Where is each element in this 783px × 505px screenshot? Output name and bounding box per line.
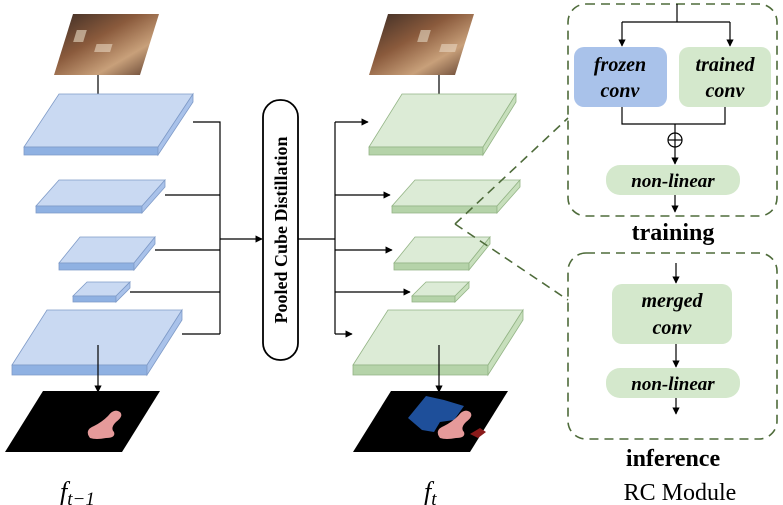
feature-layer-1-left <box>23 92 194 157</box>
feature-layer-4-right <box>411 281 470 303</box>
zoom-line-training <box>454 117 569 225</box>
frozen-conv-line2: conv <box>601 80 641 102</box>
pooled-cube-distillation-label: Pooled Cube Distillation <box>271 136 291 323</box>
label-f-t-minus-1: ft−1 <box>60 477 95 505</box>
label-f-t: ft <box>424 477 437 505</box>
merged-conv-line1: merged <box>641 290 703 312</box>
output-mask-left <box>5 391 160 452</box>
nonlinear-label-inference: non-linear <box>631 374 715 395</box>
input-image-right <box>369 14 474 75</box>
pooled-cube-distillation-block: Pooled Cube Distillation <box>262 99 299 361</box>
zoom-line-inference <box>454 223 569 301</box>
feature-layer-3-left <box>58 235 156 272</box>
inference-title: inference <box>626 446 721 472</box>
inference-panel: merged conv non-linear <box>567 252 778 440</box>
frozen-conv-box <box>574 47 667 107</box>
nonlinear-box-inference <box>606 368 740 398</box>
left-connectors <box>130 121 263 335</box>
feature-layer-1-right <box>368 92 517 157</box>
right-connectors <box>298 118 411 338</box>
nonlinear-label-training: non-linear <box>631 171 715 192</box>
merged-conv-box <box>612 284 732 344</box>
feature-layer-3-right <box>393 235 491 272</box>
trained-conv-box <box>679 47 771 107</box>
feature-layer-5-right <box>352 308 524 377</box>
merged-conv-line2: conv <box>653 317 693 339</box>
feature-layer-2-right <box>391 178 521 215</box>
feature-layer-2-left <box>35 178 166 215</box>
input-image-left <box>54 14 159 75</box>
output-mask-right <box>353 391 508 452</box>
feature-layer-4-left <box>72 281 131 303</box>
rc-module-label: RC Module <box>624 480 737 505</box>
trained-conv-line2: conv <box>706 80 746 102</box>
nonlinear-box-training <box>606 165 740 195</box>
feature-layer-5-left <box>11 308 183 377</box>
training-panel: frozen conv trained conv non-linear <box>567 3 778 217</box>
frozen-conv-line1: frozen <box>594 54 646 76</box>
training-title: training <box>632 220 715 246</box>
trained-conv-line1: trained <box>696 54 756 76</box>
